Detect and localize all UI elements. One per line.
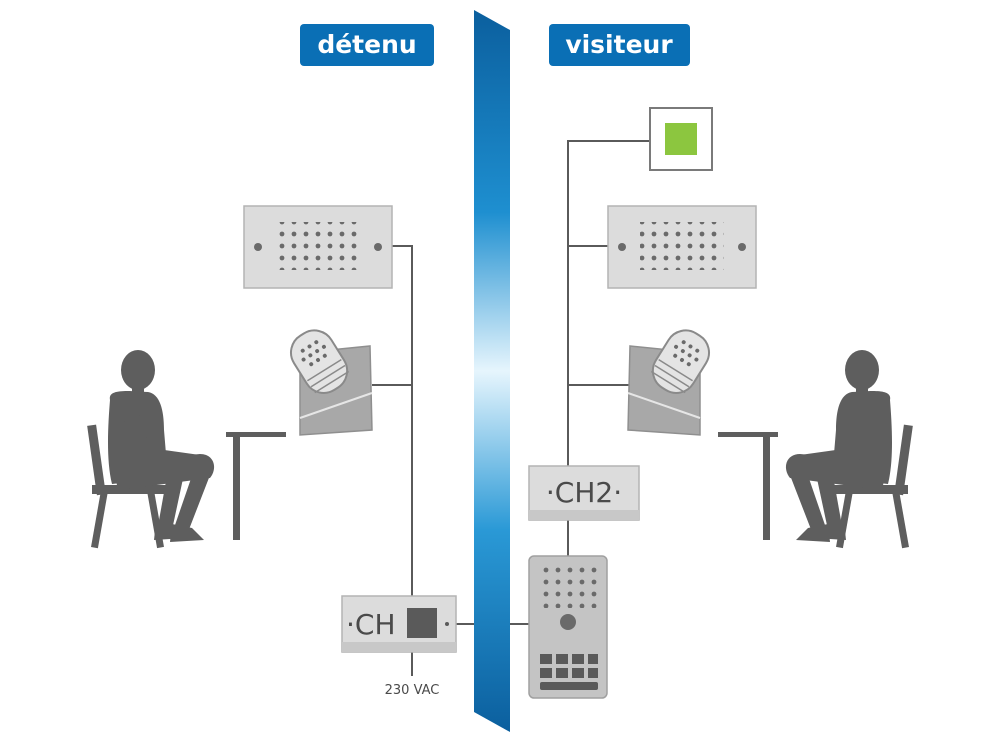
intercom-station [528, 555, 608, 699]
left-microphone [290, 329, 373, 436]
wire-right-trunk [567, 140, 650, 466]
label-visiteur-bg [549, 24, 690, 66]
ch2-label: ·CH2· [546, 476, 622, 509]
ch-module-display [407, 608, 437, 638]
person-visitor-icon [785, 350, 913, 549]
status-indicator [649, 107, 713, 171]
label-detenu-text: détenu [317, 30, 416, 59]
label-visiteur-text: visiteur [565, 30, 673, 59]
intercom-keypad [540, 654, 598, 690]
wire-left-speaker [372, 245, 413, 386]
left-table [226, 432, 286, 540]
intercom-speaker-grille [537, 564, 599, 608]
label-detenu-bg [300, 24, 434, 66]
label-detenu: détenu [300, 24, 434, 66]
person-detainee-icon [87, 350, 215, 549]
left-speaker-panel [243, 205, 393, 289]
label-visiteur: visiteur [549, 24, 690, 66]
right-table [718, 432, 778, 540]
power-label: 230 VAC [385, 683, 440, 698]
right-microphone [627, 329, 710, 436]
status-led [665, 123, 697, 155]
right-speaker-panel [607, 205, 757, 289]
ch-label: ·CH [346, 608, 396, 641]
ch-module: ·CH [341, 595, 457, 653]
ch2-module: ·CH2· [528, 465, 640, 521]
wiring [372, 140, 650, 676]
glass-partition [474, 10, 510, 732]
intercom-call-button [560, 614, 576, 630]
